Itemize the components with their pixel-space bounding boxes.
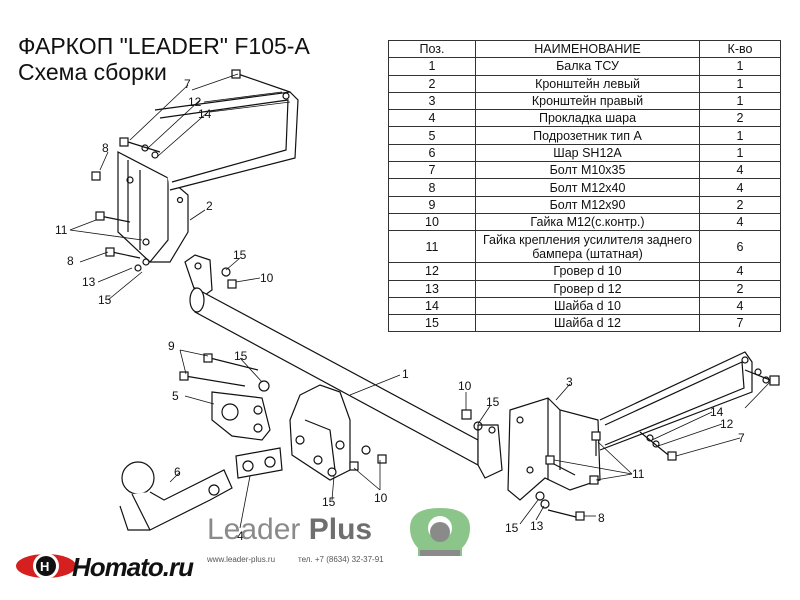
diagram-title: ФАРКОП "LEADER" F105-A bbox=[18, 33, 310, 59]
callout-10: 10 bbox=[458, 379, 472, 393]
row-name: Гайка М12(с.контр.) bbox=[475, 212, 700, 232]
callout-15: 15 bbox=[486, 395, 500, 409]
row-name: Шайба d 12 bbox=[475, 314, 700, 333]
row-qty: 7 bbox=[699, 314, 781, 333]
watermark-text: Homato.ru bbox=[72, 552, 194, 582]
right-bracket-part bbox=[507, 351, 753, 501]
callout-4: 4 bbox=[237, 529, 244, 543]
socket-holder-part bbox=[211, 391, 271, 441]
row-name: Кронштейн левый bbox=[475, 74, 700, 93]
callout-12: 12 bbox=[720, 417, 734, 431]
callout-15: 15 bbox=[233, 248, 247, 262]
callout-5: 5 bbox=[172, 389, 179, 403]
homato-logo-icon: H bbox=[16, 553, 76, 579]
callout-13: 13 bbox=[82, 275, 96, 289]
callout-11: 11 bbox=[632, 467, 645, 481]
row-name: Прокладка шара bbox=[475, 109, 700, 128]
callout-9: 9 bbox=[168, 339, 175, 353]
callout-7: 7 bbox=[184, 77, 191, 91]
callout-8: 8 bbox=[102, 141, 109, 155]
callout-labels: 7 12 14 8 2 11 8 13 15 15 10 9 15 5 1 6 … bbox=[55, 77, 745, 543]
ball-plate-part bbox=[235, 447, 283, 479]
leader-lines bbox=[69, 73, 771, 529]
row-pos: 15 bbox=[388, 314, 476, 333]
callout-13: 13 bbox=[530, 519, 544, 533]
row-name: Гайка крепления усилителя заднего бампер… bbox=[475, 230, 700, 264]
row-qty: 6 bbox=[699, 230, 781, 264]
callout-10: 10 bbox=[260, 271, 274, 285]
row-name: Подрозетник тип А bbox=[475, 126, 700, 145]
diagram-subtitle: Схема сборки bbox=[18, 59, 167, 85]
leader-plus-logo-icon bbox=[410, 508, 470, 556]
callout-3: 3 bbox=[566, 375, 573, 389]
brand-name-bold: Plus bbox=[308, 513, 373, 546]
callout-8: 8 bbox=[598, 511, 605, 525]
brand-phone: тел. +7 (8634) 32-37-91 bbox=[298, 555, 384, 564]
header-position: Поз. bbox=[388, 39, 476, 59]
callout-11: 11 bbox=[55, 223, 68, 237]
callout-15: 15 bbox=[505, 521, 519, 535]
row-name: Болт М12х90 bbox=[475, 195, 700, 214]
callout-15: 15 bbox=[234, 349, 248, 363]
brand-site: www.leader-plus.ru bbox=[207, 555, 276, 564]
callout-7: 7 bbox=[738, 431, 745, 445]
row-qty: 2 bbox=[699, 279, 781, 298]
callout-14: 14 bbox=[198, 107, 212, 121]
tow-ball-part bbox=[119, 461, 233, 531]
callout-15: 15 bbox=[98, 293, 112, 307]
callout-10: 10 bbox=[374, 491, 388, 505]
row-name: Шар SH12A bbox=[475, 143, 700, 163]
callout-8: 8 bbox=[67, 254, 74, 268]
callout-1: 1 bbox=[402, 367, 409, 381]
fasteners bbox=[91, 69, 780, 521]
svg-text:H: H bbox=[40, 559, 49, 574]
callout-6: 6 bbox=[174, 465, 181, 479]
callout-2: 2 bbox=[206, 199, 213, 213]
callout-15: 15 bbox=[322, 495, 336, 509]
row-pos: 11 bbox=[388, 230, 476, 264]
row-qty: 4 bbox=[699, 212, 781, 232]
callout-12: 12 bbox=[188, 95, 202, 109]
left-bracket-part bbox=[117, 91, 299, 263]
tow-beam-part bbox=[184, 254, 503, 481]
callout-14: 14 bbox=[710, 405, 724, 419]
brand-name: Leader Plus bbox=[207, 513, 372, 547]
brand-name-light: Leader bbox=[207, 513, 301, 546]
parts-table-header: Поз. НАИМЕНОВАНИЕ К-во bbox=[388, 39, 781, 59]
